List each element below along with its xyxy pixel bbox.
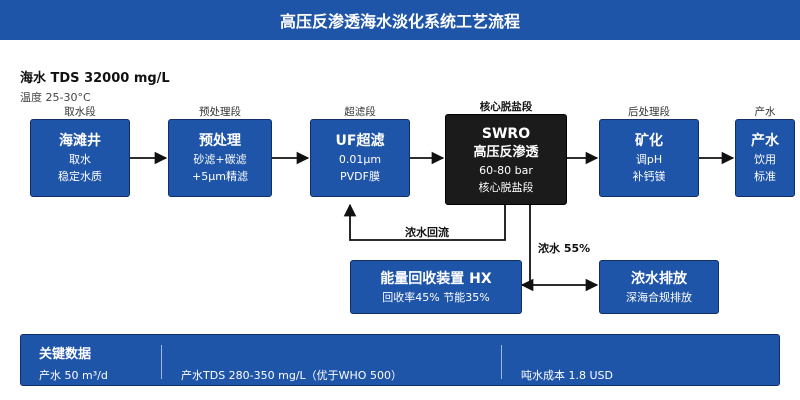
brine-line	[520, 205, 534, 292]
discharge-detail: 深海合规排放	[626, 290, 692, 304]
stage-detail: 补钙镁	[632, 170, 666, 183]
stage-detail: 调pH	[635, 153, 663, 166]
stage-title: 产水	[751, 133, 779, 149]
stage-label-pretreatment: 预处理段	[199, 106, 241, 118]
stage-box-intake[interactable]: 海滩井 取水 稳定水质	[30, 119, 130, 197]
stage-detail: 取水	[69, 153, 91, 166]
stage-title: 矿化	[635, 133, 663, 149]
key-data-panel: 关键数据 产水 50 m³/d 产水TDS 280-350 mg/L（优于WHO…	[20, 334, 780, 386]
page-title: 高压反渗透海水淡化系统工艺流程	[0, 0, 800, 40]
stage-detail: 60-80 bar	[479, 163, 533, 177]
feed-water-temperature: 温度 25-30°C	[20, 91, 91, 104]
stage-detail: 核心脱盐段	[478, 180, 534, 194]
recycle-line	[343, 203, 506, 241]
stage-label-uf: 超滤段	[344, 106, 376, 118]
brine-flow-label: 浓水 55%	[538, 242, 591, 255]
stage-box-mineralization[interactable]: 矿化 调pH 补钙镁	[599, 119, 699, 197]
stage-box-swro[interactable]: SWRO 高压反渗透 60-80 bar 核心脱盐段	[445, 114, 567, 205]
stage-label-intake: 取水段	[64, 106, 96, 118]
stage-label-posttreatment: 后处理段	[628, 106, 670, 118]
stage-detail: 砂滤+碳滤	[193, 153, 247, 166]
stage-title: 海滩井	[59, 133, 101, 149]
discharge-title: 浓水排放	[631, 270, 687, 287]
divider	[161, 345, 162, 379]
stage-detail: 标准	[754, 170, 776, 183]
stage-label-product: 产水	[754, 106, 776, 118]
stage-box-product[interactable]: 产水 饮用 标准	[735, 119, 795, 197]
stage-detail: 稳定水质	[58, 170, 102, 183]
feed-water-title: 海水 TDS 32000 mg/L	[20, 71, 170, 86]
discharge-box[interactable]: 浓水排放 深海合规排放	[599, 260, 719, 314]
hx-detail: 回收率45% 节能35%	[382, 290, 490, 304]
stage-detail: +5μm精滤	[192, 170, 248, 183]
key-data-product-tds: 产水TDS 280-350 mg/L（优于WHO 500）	[181, 369, 402, 382]
stage-detail: PVDF膜	[340, 170, 380, 183]
stage-title: 预处理	[199, 133, 241, 149]
key-data-cost: 吨水成本 1.8 USD	[521, 369, 613, 382]
stage-label-swro: 核心脱盐段	[479, 101, 533, 113]
energy-recovery-box[interactable]: 能量回收装置 HX 回收率45% 节能35%	[350, 260, 522, 314]
stage-title: SWRO	[481, 125, 531, 142]
stage-box-uf[interactable]: UF超滤 0.01μm PVDF膜	[310, 119, 410, 197]
stage-subtitle: 高压反渗透	[473, 144, 539, 160]
stage-box-pretreatment[interactable]: 预处理 砂滤+碳滤 +5μm精滤	[168, 119, 272, 197]
key-data-capacity: 产水 50 m³/d	[39, 369, 108, 382]
hx-title: 能量回收装置 HX	[380, 270, 492, 287]
stage-title: UF超滤	[335, 133, 385, 149]
key-data-title: 关键数据	[39, 347, 92, 362]
stage-detail: 饮用	[754, 153, 776, 166]
stage-detail: 0.01μm	[338, 153, 382, 166]
divider	[501, 345, 502, 379]
recycle-flow-label: 浓水回流	[405, 226, 449, 239]
